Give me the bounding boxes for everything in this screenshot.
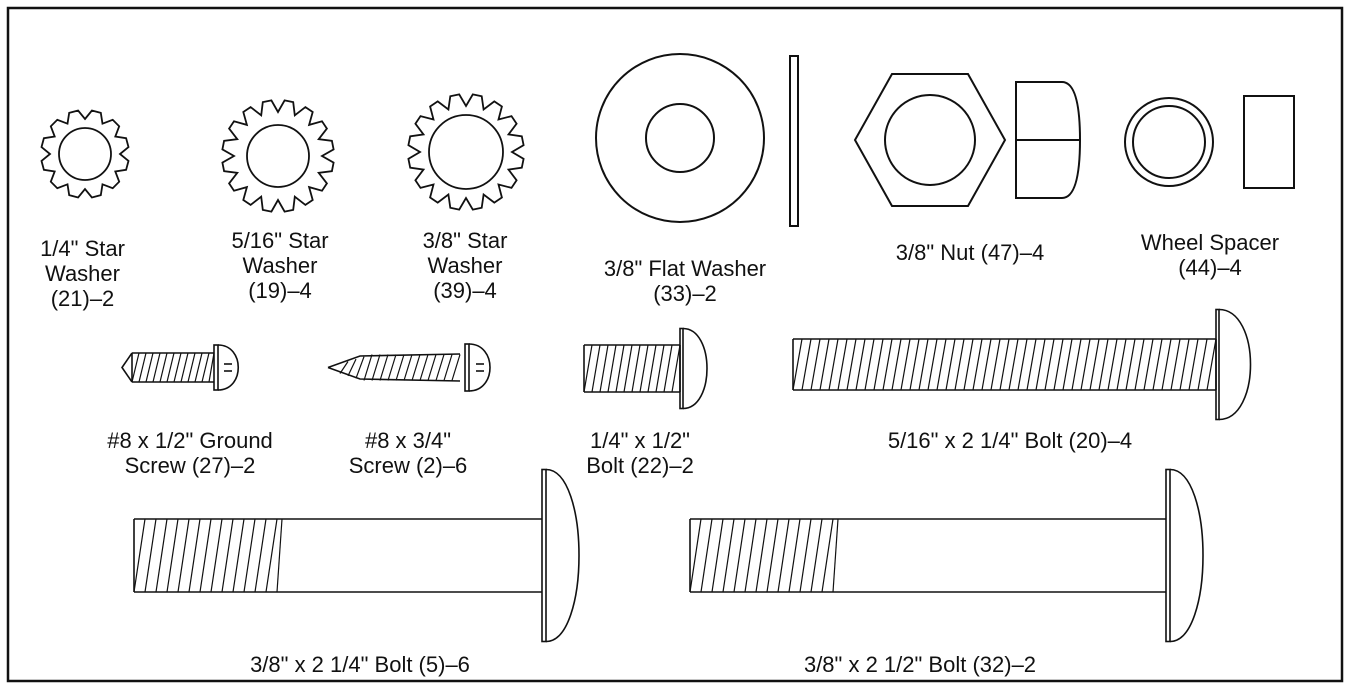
part-label-three-eighths-2-1-4-bolt: 3/8" x 2 1/4" Bolt (5)–6	[250, 652, 470, 677]
flat-washer-drawing	[595, 53, 799, 227]
part-label-screw: #8 x 3/4"Screw (2)–6	[348, 428, 468, 478]
part-label-five-sixteenths-bolt: 5/16" x 2 1/4" Bolt (20)–4	[887, 428, 1133, 453]
part-label-flat-washer: 3/8" Flat Washer(33)–2	[603, 256, 767, 306]
part-label-nut: 3/8" Nut (47)–4	[895, 240, 1045, 265]
part-label-three-eighths-2-1-2-bolt: 3/8" x 2 1/2" Bolt (32)–2	[803, 652, 1037, 677]
three-eighths-2-1-4-bolt-drawing	[133, 468, 580, 643]
part-label-wheel-spacer: Wheel Spacer(44)–4	[1140, 230, 1280, 280]
five-sixteenths-bolt-drawing	[792, 308, 1252, 421]
screw-drawing	[327, 343, 491, 392]
three-eighths-2-1-2-bolt-drawing	[689, 468, 1204, 643]
quarter-inch-star-washer-drawing	[40, 109, 130, 199]
nut-drawing	[853, 73, 1082, 207]
part-label-quarter-inch-bolt: 1/4" x 1/2"Bolt (22)–2	[586, 428, 694, 478]
ground-screw-drawing	[121, 344, 240, 391]
wheel-spacer-drawing	[1124, 95, 1295, 189]
five-sixteenths-star-washer-drawing	[221, 99, 335, 213]
diagram-border	[6, 6, 1344, 683]
quarter-inch-bolt-drawing	[583, 327, 708, 410]
three-eighths-star-washer-drawing	[407, 93, 525, 211]
